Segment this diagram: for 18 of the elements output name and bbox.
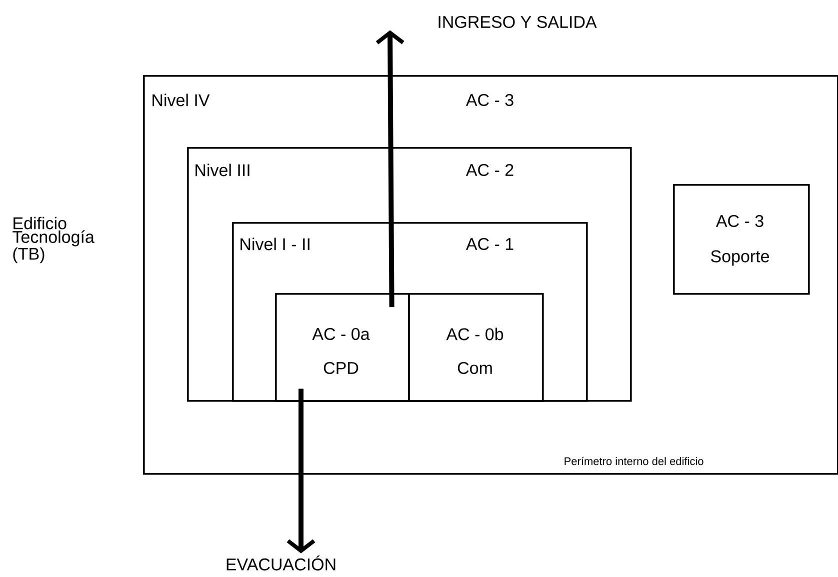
level-label: Nivel III bbox=[196, 164, 250, 176]
zone-label: Soporte bbox=[711, 250, 770, 266]
exit-label: INGRESO Y SALIDA bbox=[438, 16, 597, 28]
arrow bbox=[286, 388, 316, 554]
zone-label: AC - 2 bbox=[466, 164, 514, 176]
zone-label: AC - 0a bbox=[312, 328, 370, 340]
zone-label: AC - 0b bbox=[446, 328, 504, 340]
zone-label: CPD bbox=[324, 362, 358, 374]
level-label: Nivel I - II bbox=[240, 238, 310, 250]
arrow bbox=[376, 30, 404, 307]
zone-label: AC - 1 bbox=[466, 238, 514, 250]
exit-label: EVACUACIÓN bbox=[226, 556, 336, 570]
building-label: Edificio Tecnología (TB) bbox=[12, 216, 94, 264]
zone-label: AC - 3 bbox=[716, 214, 764, 228]
zone-label: Com bbox=[458, 362, 492, 374]
zone-label: AC - 3 bbox=[466, 94, 514, 106]
perimeter-label: Perímetro interno del edificio bbox=[564, 456, 704, 466]
level-label: Nivel IV bbox=[152, 94, 210, 106]
